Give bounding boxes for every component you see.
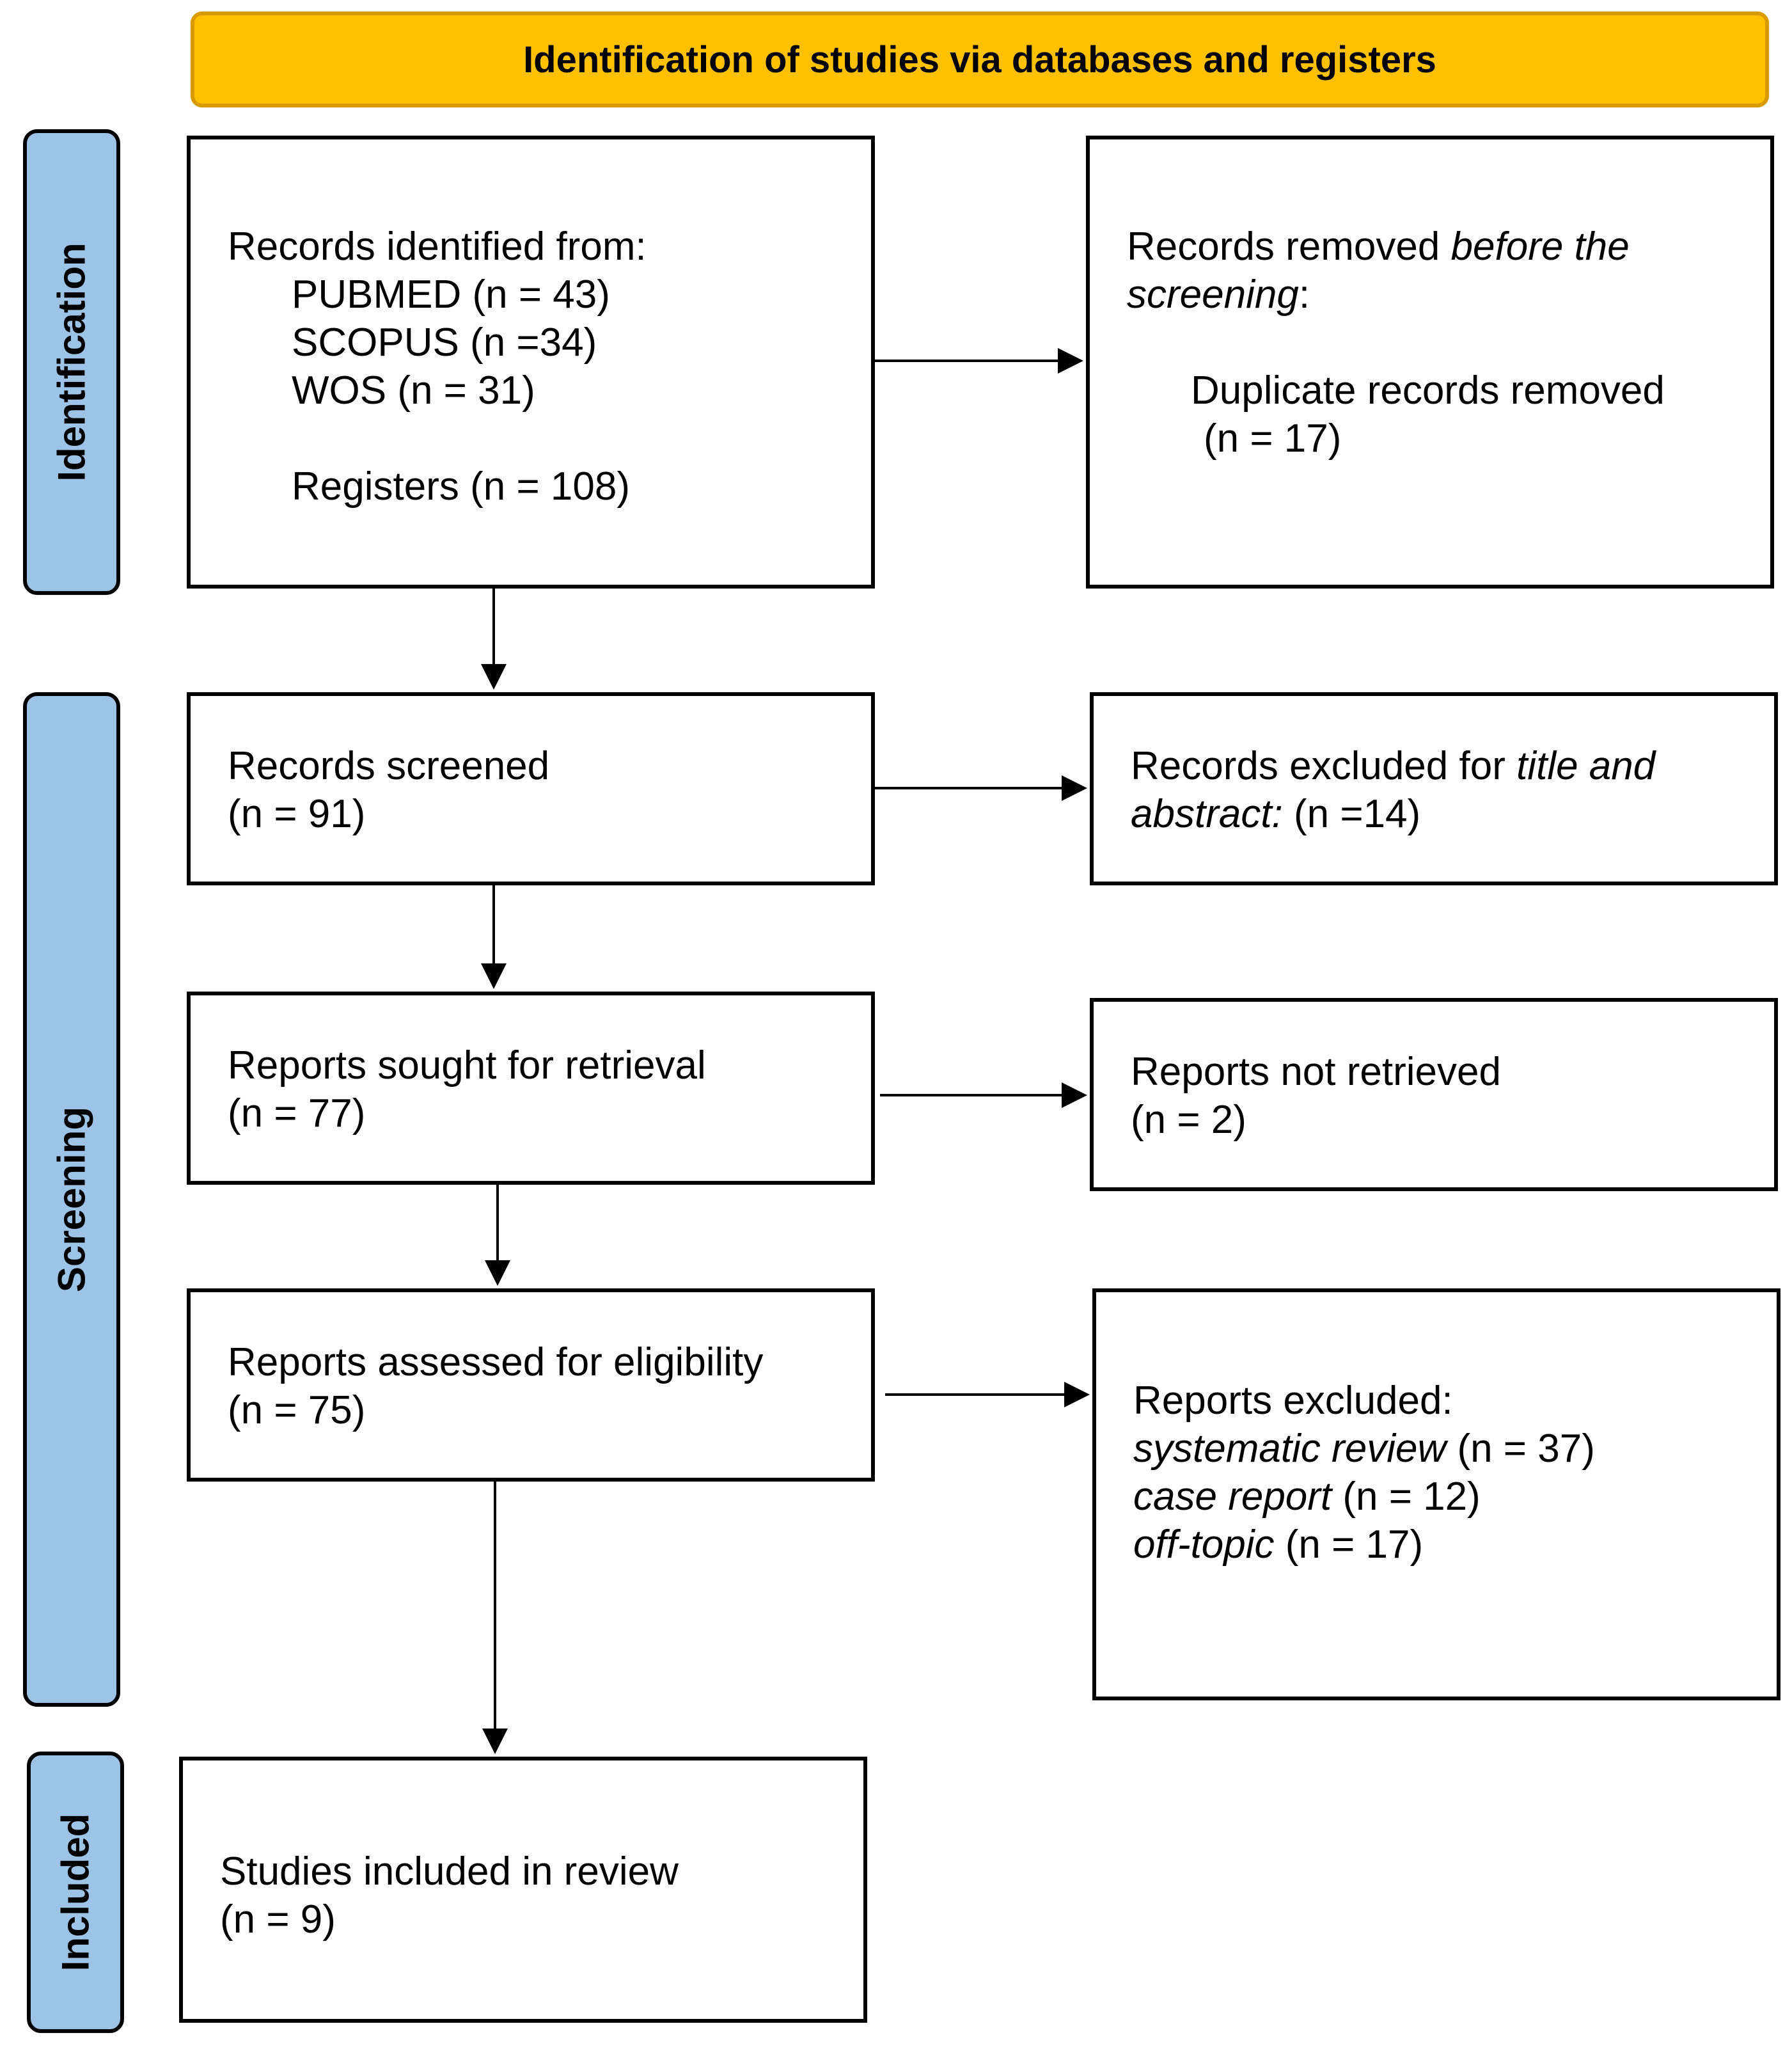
reports-assessed-box: Reports assessed for eligibility (n = 75…: [187, 1288, 875, 1482]
duplicates-removed-count: (n = 17): [1204, 416, 1342, 461]
source-wos: WOS (n = 31): [292, 368, 535, 413]
records-excluded-line1: Records excluded for title and: [1131, 744, 1656, 788]
header-title: Identification of studies via databases …: [523, 38, 1436, 81]
reports-not-retrieved-count: (n = 2): [1131, 1098, 1246, 1142]
reports-sought-box: Reports sought for retrieval (n = 77): [187, 992, 875, 1185]
records-removed-heading-line1: Records removed before the: [1127, 225, 1630, 269]
exclusion-reason: off-topic (n = 17): [1133, 1523, 1424, 1567]
phase-identification: Identification: [23, 129, 120, 595]
records-excluded-box: Records excluded for title and abstract:…: [1090, 692, 1778, 885]
records-identified-box: Records identified from: PUBMED (n = 43)…: [187, 136, 875, 589]
reports-not-retrieved-box: Reports not retrieved (n = 2): [1090, 998, 1778, 1191]
reports-assessed-title: Reports assessed for eligibility: [228, 1340, 764, 1384]
reports-assessed-count: (n = 75): [228, 1388, 366, 1432]
records-screened-title: Records screened: [228, 744, 550, 788]
exclusion-reason: case report (n = 12): [1133, 1475, 1481, 1519]
records-removed-box: Records removed before the screening: Du…: [1086, 136, 1774, 589]
records-screened-box: Records screened (n = 91): [187, 692, 875, 885]
reports-sought-count: (n = 77): [228, 1091, 366, 1135]
records-identified-title: Records identified from:: [228, 225, 647, 269]
reports-excluded-title: Reports excluded:: [1133, 1379, 1453, 1423]
studies-included-title: Studies included in review: [220, 1849, 679, 1894]
studies-included-count: (n = 9): [220, 1897, 336, 1942]
source-registers: Registers (n = 108): [292, 464, 630, 509]
records-removed-heading-line2: screening:: [1127, 273, 1310, 317]
records-screened-count: (n = 91): [228, 792, 366, 836]
source-pubmed: PUBMED (n = 43): [292, 273, 610, 317]
source-scopus: SCOPUS (n =34): [292, 320, 597, 365]
reports-excluded-box: Reports excluded: systematic review (n =…: [1092, 1288, 1780, 1700]
header-banner: Identification of studies via databases …: [191, 12, 1769, 107]
reports-sought-title: Reports sought for retrieval: [228, 1043, 706, 1088]
duplicates-removed-label: Duplicate records removed: [1191, 368, 1665, 413]
phase-included: Included: [27, 1752, 124, 2033]
phase-screening: Screening: [23, 692, 120, 1707]
reports-not-retrieved-title: Reports not retrieved: [1131, 1050, 1501, 1094]
records-excluded-line2: abstract: (n =14): [1131, 792, 1421, 836]
exclusion-reason: systematic review (n = 37): [1133, 1427, 1595, 1471]
studies-included-box: Studies included in review (n = 9): [179, 1757, 867, 2023]
